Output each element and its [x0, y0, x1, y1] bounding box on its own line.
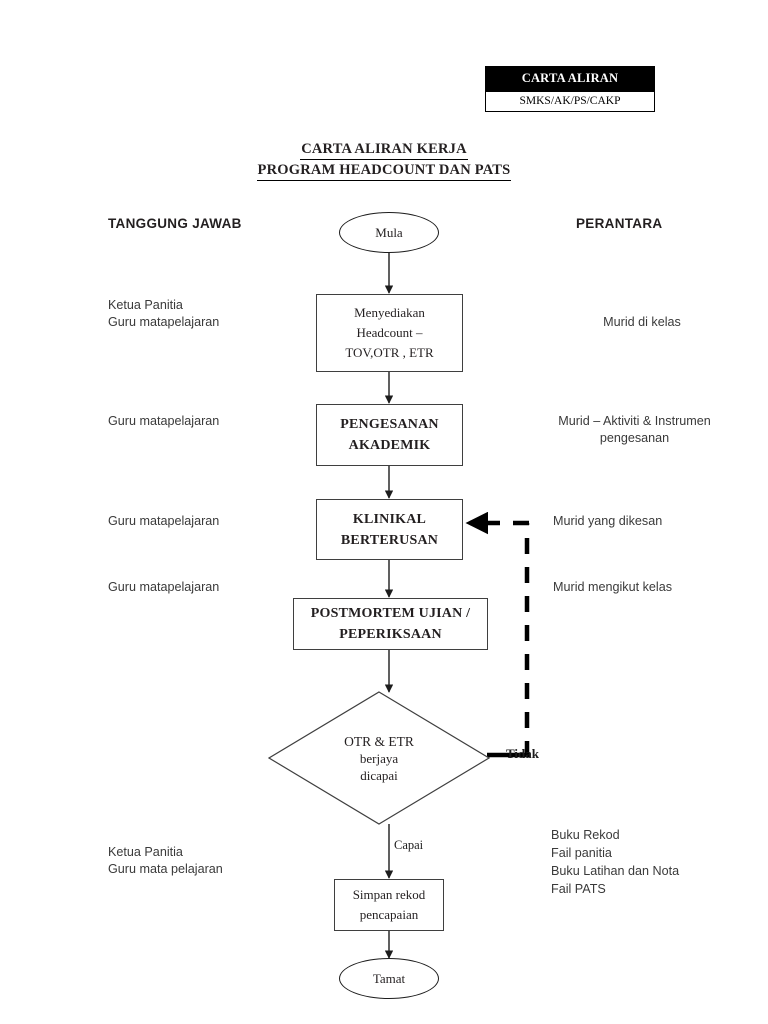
edge-label-capai: Capai	[394, 838, 424, 852]
flow-node-postmortem[interactable]: POSTMORTEM UJIAN / PEPERIKSAAN	[293, 598, 488, 650]
column-heading-medium: PERANTARA	[576, 216, 663, 231]
medium-step5: Buku Rekod Fail panitia Buku Latihan dan…	[551, 828, 680, 896]
responsibility-step5: Ketua Panitia Guru mata pelajaran	[108, 845, 223, 876]
flow-node-prepare-headcount-label: Menyediakan Headcount – TOV,OTR , ETR	[345, 305, 434, 360]
edge-label-tidak: Tidak	[506, 746, 540, 761]
page-title-line-2: PROGRAM HEADCOUNT DAN PATS	[256, 161, 512, 181]
flow-node-prepare-headcount[interactable]: Menyediakan Headcount – TOV,OTR , ETR	[316, 294, 463, 372]
flow-node-start[interactable]: Mula	[339, 212, 439, 253]
flow-node-start-label: Mula	[375, 224, 403, 240]
medium-step4: Murid mengikut kelas	[553, 580, 672, 594]
flow-node-klinikal-berterusan-label: KLINIKAL BERTERUSAN	[340, 511, 439, 548]
flow-node-end[interactable]: Tamat	[339, 958, 439, 999]
flow-node-postmortem-label: POSTMORTEM UJIAN / PEPERIKSAAN	[310, 606, 471, 642]
document-code-box-code: SMKS/AK/PS/CAKP	[486, 92, 654, 111]
page-title-line-1: CARTA ALIRAN KERJA	[300, 140, 468, 160]
flow-node-decision[interactable]: OTR & ETR berjaya dicapai	[268, 691, 490, 825]
responsibility-step4: Guru matapelajaran	[108, 580, 220, 594]
flow-node-simpan-rekod-label: Simpan rekod pencapaian	[352, 887, 426, 922]
flow-node-end-label: Tamat	[372, 970, 406, 986]
medium-step3: Murid yang dikesan	[553, 514, 663, 528]
flow-node-pengesanan-akademik-label: PENGESANAN AKADEMIK	[340, 417, 439, 453]
flow-node-klinikal-berterusan[interactable]: KLINIKAL BERTERUSAN	[316, 499, 463, 560]
flow-node-simpan-rekod[interactable]: Simpan rekod pencapaian	[334, 879, 444, 931]
column-heading-responsibility: TANGGUNG JAWAB	[108, 216, 242, 231]
document-code-box: CARTA ALIRAN SMKS/AK/PS/CAKP	[485, 66, 655, 112]
document-code-box-title: CARTA ALIRAN	[486, 67, 654, 92]
flow-node-pengesanan-akademik[interactable]: PENGESANAN AKADEMIK	[316, 404, 463, 466]
responsibility-step2: Guru matapelajaran	[108, 414, 220, 428]
medium-step2: Murid – Aktiviti & Instrumen pengesanan	[558, 414, 711, 445]
medium-step1: Murid di kelas	[603, 315, 681, 329]
responsibility-step3: Guru matapelajaran	[108, 514, 220, 528]
responsibility-step1: Ketua Panitia Guru matapelajaran	[108, 298, 220, 329]
page-title: CARTA ALIRAN KERJA PROGRAM HEADCOUNT DAN…	[0, 140, 768, 181]
